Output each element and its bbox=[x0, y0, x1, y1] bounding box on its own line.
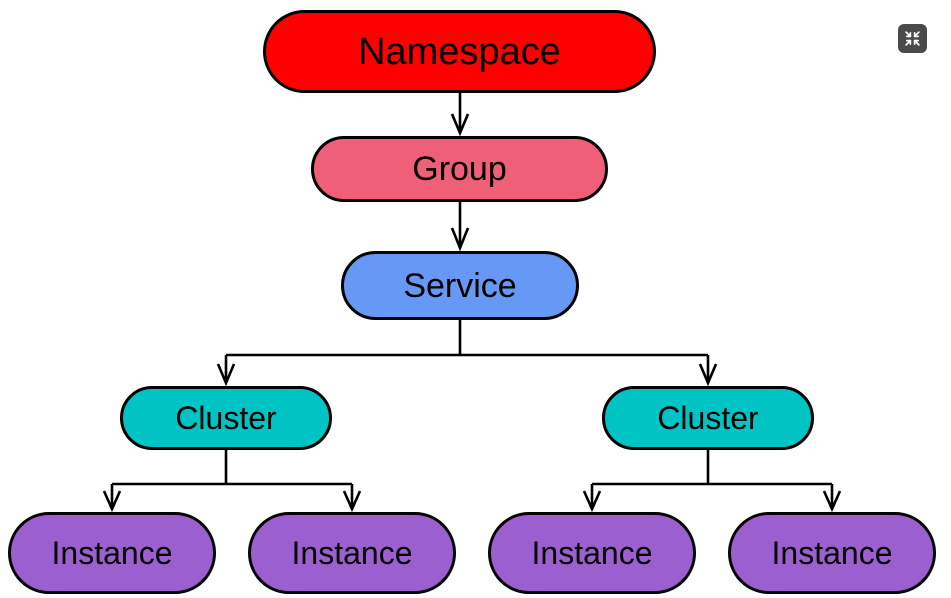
node-cluster-right[interactable]: Cluster bbox=[602, 386, 814, 450]
node-instance-3-label: Instance bbox=[531, 535, 653, 571]
node-instance-2-label: Instance bbox=[291, 535, 413, 571]
edge-service-clusters bbox=[216, 320, 718, 387]
fullscreen-collapse-icon bbox=[904, 30, 921, 47]
node-cluster-right-label: Cluster bbox=[657, 400, 759, 436]
node-service-label: Service bbox=[403, 266, 517, 305]
node-instance-3[interactable]: Instance bbox=[488, 512, 696, 594]
node-instance-4-label: Instance bbox=[771, 535, 893, 571]
node-group[interactable]: Group bbox=[311, 136, 608, 202]
edge-group-service bbox=[450, 202, 470, 252]
node-service[interactable]: Service bbox=[341, 251, 579, 320]
node-instance-1-label: Instance bbox=[51, 535, 173, 571]
node-cluster-left[interactable]: Cluster bbox=[120, 386, 332, 450]
node-cluster-left-label: Cluster bbox=[175, 400, 277, 436]
node-instance-1[interactable]: Instance bbox=[8, 512, 216, 594]
fullscreen-collapse-button[interactable] bbox=[898, 24, 927, 53]
node-group-label: Group bbox=[412, 150, 507, 188]
node-instance-2[interactable]: Instance bbox=[248, 512, 456, 594]
node-namespace-label: Namespace bbox=[358, 30, 561, 73]
node-instance-4[interactable]: Instance bbox=[728, 512, 936, 594]
node-namespace[interactable]: Namespace bbox=[263, 10, 656, 93]
edge-namespace-group bbox=[450, 93, 470, 137]
edge-cluster-left-instances bbox=[102, 450, 362, 513]
edge-cluster-right-instances bbox=[582, 450, 842, 513]
